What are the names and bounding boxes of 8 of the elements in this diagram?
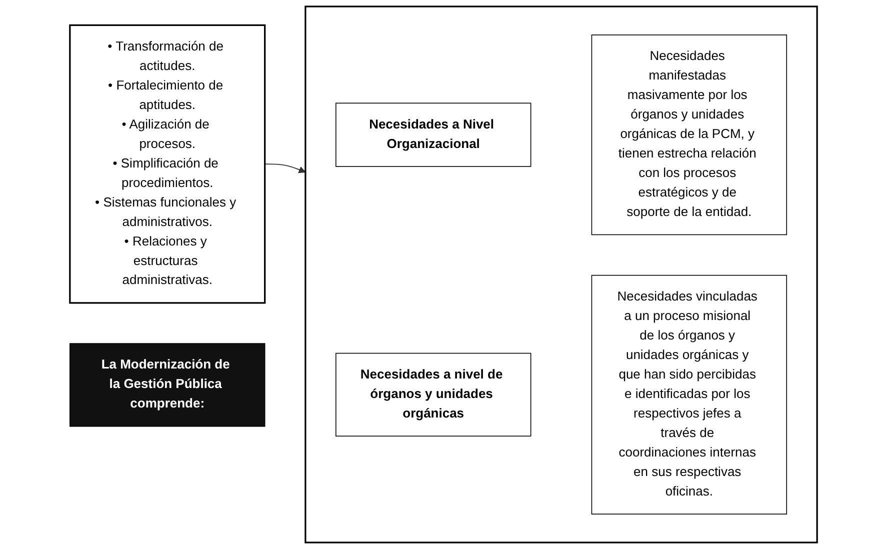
cluster: [304, 6, 818, 544]
node-box: Necesidades a nivel de órganos y unidades orgánicas: [336, 352, 532, 437]
node-box: Necesidades manifestadas masivamente por los órganos y unidades orgánicas de la PCM, y tienen estrecha relación con los procesos estratégicos y de soporte de la entidad.: [591, 34, 788, 236]
node-box: La Modernización de la Gestión Pública comprende:: [70, 343, 266, 427]
node-box: • Transformación de actitudes. • Fortalecimiento de aptitudes. • Agilización de procesos. • Simplificación de procedimientos. • Sistemas funcionales y administrativos. • Relaciones y estructuras administrativas.: [69, 24, 266, 304]
arrow: [264, 164, 306, 174]
node-box: Necesidades a Nivel Organizacional: [336, 102, 532, 167]
node-box: Necesidades vinculadas a un proceso misional de los órganos y unidades orgánicas y que han sido percibidas e identificadas por los respectivos jefes a través de coordinaciones internas en sus respectivas oficinas.: [591, 274, 788, 514]
